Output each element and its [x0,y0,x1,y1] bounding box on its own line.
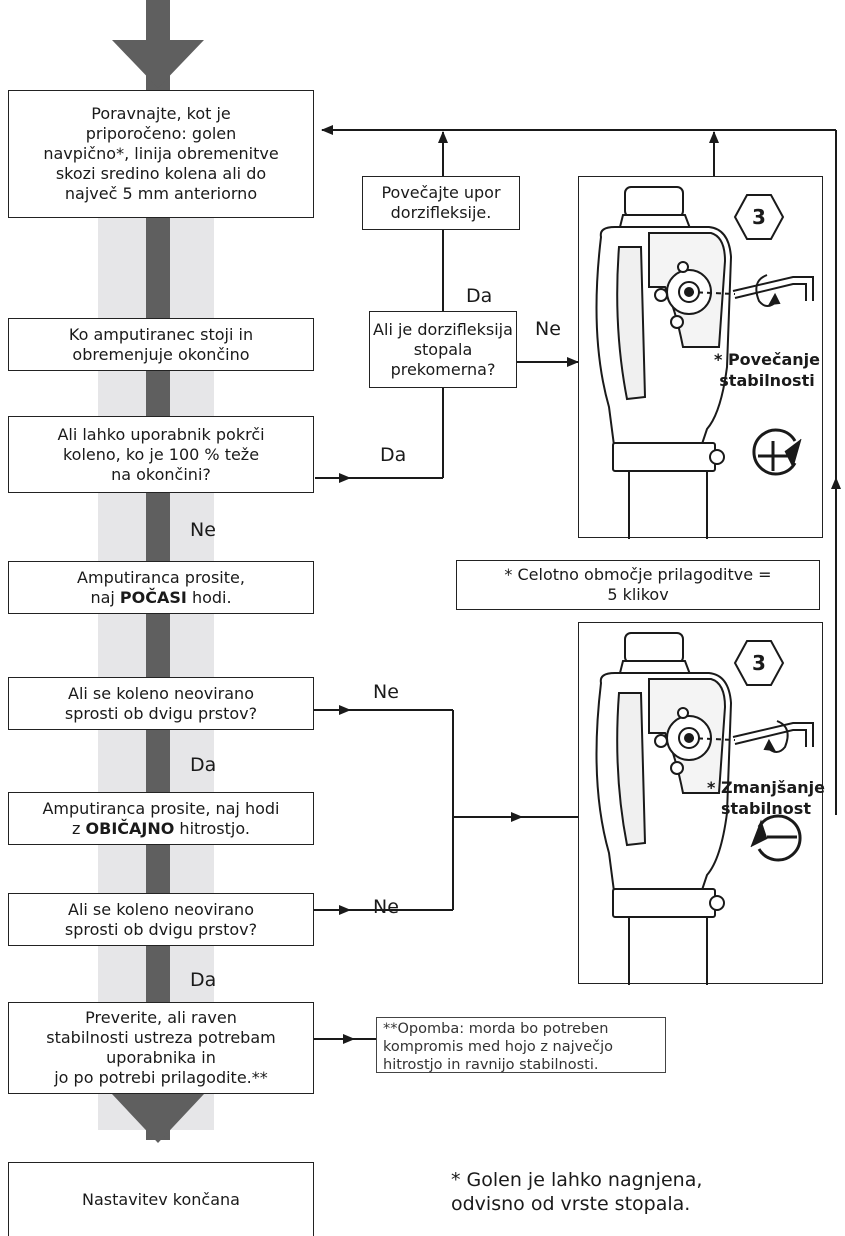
range-note-line: 5 klikov [607,585,669,604]
dorsi-question-line: prekomerna? [390,359,496,379]
label-da-release-2: Da [190,969,217,991]
step-slow-box: Amputiranca prosite, naj POČASI hodi. [8,561,314,614]
step-normal-line: Amputiranca prosite, naj hodi [42,798,280,818]
step-verify-line: stabilnosti ustreza potrebam [46,1028,276,1047]
label-ne-dorsi: Ne [535,318,561,340]
label-da-release-1: Da [190,754,217,776]
compromise-note-line: kompromis med hojo z največjo [383,1039,614,1055]
step-normal-speed-box: Amputiranca prosite, naj hodi z OBIČAJNO… [8,792,314,845]
label-da-dorsi: Da [466,285,493,307]
increase-caption-line: stabilnosti [719,371,815,390]
decrease-caption-line: * Zmanjšanje [707,778,825,797]
range-note-box: * Celotno območje prilagoditve = 5 kliko… [456,560,820,610]
label-da-flex: Da [380,444,407,466]
decrease-badge-number: 3 [752,651,766,675]
decrease-stability-caption: * Zmanjšanje stabilnost [691,777,841,819]
increase-badge-number: 3 [752,205,766,229]
decrease-stability-panel: 3 * Zmanjšanje stabilnost [578,622,825,985]
knee-joint-illustration [595,632,814,985]
label-ne-release-2: Ne [373,896,399,918]
allen-key-icon [688,274,814,307]
step-release1-line: sprosti ob dvigu prstov? [64,703,258,723]
dorsi-increase-box: Povečajte upor dorzifleksije. [362,176,520,230]
dorsi-question-line: stopala [413,339,473,359]
compromise-note: **Opomba: morda bo potreben kompromis me… [376,1017,666,1073]
down-arrow-icon [112,40,204,88]
step-flex-line: na okončini? [111,464,211,484]
step-verify-box: Preverite, ali raven stabilnosti ustreza… [8,1002,314,1094]
decrease-caption-line: stabilnost [721,799,811,818]
step-stand-box: Ko amputiranec stoji in obremenjuje okon… [8,318,314,371]
increase-stability-panel: 3 * Povečanje stabilnosti [578,176,823,539]
step-done-label: Nastavitev končana [82,1189,240,1209]
allen-key-icon [688,720,814,753]
step-flex-question-box: Ali lahko uporabnik pokrči koleno, ko je… [8,416,314,493]
hex-key-badge-icon [733,194,785,240]
label-ne-flex: Ne [190,519,216,541]
hex-key-badge-icon [733,640,785,686]
step-release2-line: Ali se koleno neovirano [68,899,254,919]
minus-rotate-icon [750,814,802,862]
dorsi-question-line: Ali je dorzifleksija [373,319,513,339]
step-verify-line: jo po potrebi prilagodite.** [54,1068,268,1087]
footnote-line: * Golen je lahko nagnjena, [451,1169,703,1191]
compromise-note-line: **Opomba: morda bo potreben [383,1021,609,1037]
down-arrow-icon [112,1094,204,1143]
step-align-line: navpično*, linija obremenitve [43,144,279,163]
plus-rotate-icon [752,428,802,476]
increase-caption-line: * Povečanje [714,350,820,369]
step-align-line: Poravnajte, kot je [91,104,231,123]
step-verify-line: Preverite, ali raven [85,1008,237,1027]
compromise-note-line: hitrostjo in ravnijo stabilnosti. [383,1057,599,1073]
step-align-line: skozi sredino kolena ali do [55,164,267,183]
step-flex-line: Ali lahko uporabnik pokrči [57,424,265,444]
step-release2-line: sprosti ob dvigu prstov? [64,919,258,939]
label-ne-release-1: Ne [373,681,399,703]
footnote: * Golen je lahko nagnjena, odvisno od vr… [451,1168,702,1216]
step-align-line: priporočeno: golen [85,124,237,143]
step-align-line: največ 5 mm anteriorno [64,184,258,203]
dorsi-question-box: Ali je dorzifleksija stopala prekomerna? [369,311,517,388]
step-release1-line: Ali se koleno neovirano [68,683,254,703]
dorsi-increase-line: dorzifleksije. [390,203,492,222]
step-align-box: Poravnajte, kot je priporočeno: golen na… [8,90,314,218]
step-normal-line: z OBIČAJNO hitrostjo. [72,818,250,838]
dorsi-increase-line: Povečajte upor [381,183,501,202]
step-verify-line: uporabnika in [106,1048,216,1067]
increase-stability-caption: * Povečanje stabilnosti [697,349,837,391]
step-stand-line: Ko amputiranec stoji in [68,324,254,344]
step-flex-line: koleno, ko je 100 % teže [62,444,260,464]
footnote-line: odvisno od vrste stopala. [451,1193,691,1215]
knee-joint-illustration [595,186,814,539]
step-slow-line: naj POČASI hodi. [90,587,232,607]
rotate-counterclockwise-icon [766,720,789,753]
step-stand-line: obremenjuje okončino [72,344,250,364]
step-slow-line: Amputiranca prosite, [77,567,245,587]
step-done-box: Nastavitev končana [8,1162,314,1236]
step-release-question-1-box: Ali se koleno neovirano sprosti ob dvigu… [8,677,314,730]
step-release-question-2-box: Ali se koleno neovirano sprosti ob dvigu… [8,893,314,946]
range-note-line: * Celotno območje prilagoditve = [504,565,772,584]
rotate-clockwise-icon [755,274,778,307]
